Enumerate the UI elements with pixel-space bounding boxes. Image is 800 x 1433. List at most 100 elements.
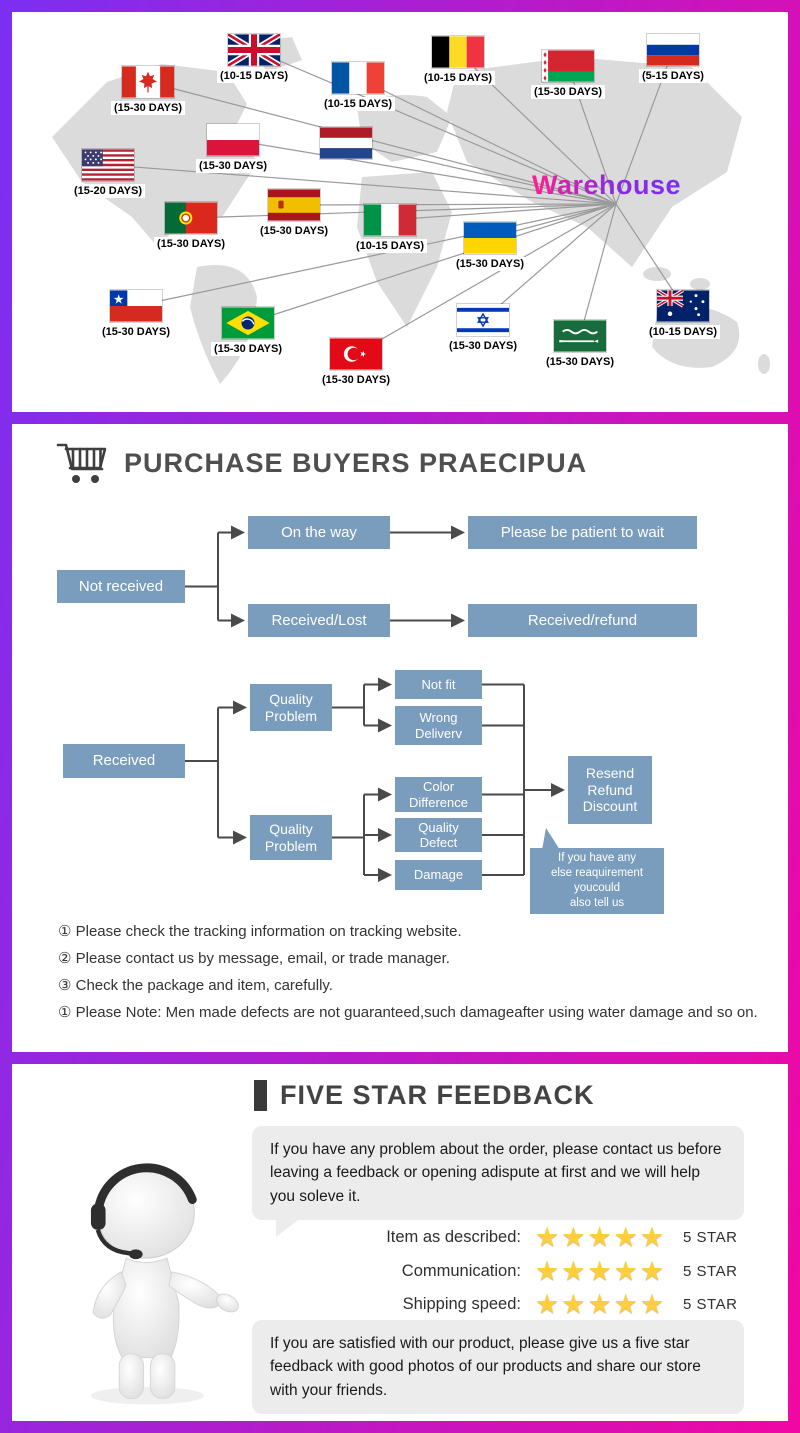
france-flag-icon — [332, 62, 384, 94]
shipping-route-lines — [107, 49, 684, 355]
flag-france: (10-15 DAYS) — [308, 62, 408, 112]
shipping-days-label: (15-30 DAYS) — [110, 101, 186, 116]
flag-usa: (15-20 DAYS) — [58, 149, 158, 199]
russia-flag-icon — [647, 34, 699, 66]
netherlands-flag-icon — [320, 127, 372, 159]
poland-flag-icon — [207, 124, 259, 156]
flow-node-quality-problem-bottom: Quality Problem — [250, 815, 332, 860]
uk-flag-icon — [228, 34, 280, 66]
warehouse-label: Warehouse — [532, 170, 682, 200]
flow-title: PURCHASE BUYERS PRAECIPUA — [124, 447, 588, 478]
flag-ukraine: (15-30 DAYS) — [440, 222, 540, 272]
rating-row-shipping-speed: Shipping speed: ★★★★★ 5 STAR — [262, 1287, 768, 1321]
star-icon: ★ — [639, 1288, 665, 1319]
flag-canada: (15-30 DAYS) — [98, 66, 198, 116]
flow-node-not-fit: Not fit — [395, 670, 482, 699]
israel-flag-icon — [457, 304, 509, 336]
star-icon: ★ — [639, 1255, 665, 1286]
shipping-days-label: (15-30 DAYS) — [542, 355, 618, 370]
flow-node-received-refund: Received/refund — [468, 604, 697, 637]
star-icon: ★ — [535, 1221, 560, 1252]
flow-node-damage: Damage — [395, 860, 482, 890]
flag-turkey: (15-30 DAYS) — [306, 338, 406, 388]
heading-bar-icon — [254, 1080, 267, 1111]
flow-node-on-the-way: On the way — [248, 516, 390, 549]
flag-belarus: (15-30 DAYS) — [518, 50, 618, 100]
star-icon: ★ — [613, 1255, 638, 1286]
shipping-map-section: (10-15 DAYS) (15-30 DAYS) (10-15 DAYS) (10-… — [12, 12, 788, 412]
headset-band-icon — [94, 1163, 197, 1212]
rating-row-communication: Communication: ★★★★★ 5 STAR — [262, 1254, 768, 1288]
shipping-days-label: (15-30 DAYS) — [318, 373, 394, 388]
shipping-days-label: (15-20 DAYS) — [70, 184, 146, 199]
shipping-days-label: (15-30 DAYS) — [445, 339, 521, 354]
feedback-title: FIVE STAR FEEDBACK — [280, 1080, 595, 1110]
flow-node-quality-problem-top: Quality Problem — [250, 684, 332, 731]
star-icon: ★ — [535, 1288, 560, 1319]
star-icon: ★ — [587, 1255, 612, 1286]
star-icon: ★ — [587, 1221, 612, 1252]
rating-label: Shipping speed: — [402, 1294, 521, 1313]
headset-mic-icon — [128, 1249, 143, 1260]
shipping-days-label: (10-15 DAYS) — [645, 325, 721, 340]
intro-speech-bubble: If you have any problem about the order,… — [252, 1126, 744, 1237]
note-4: ① Please Note: Men made defects are not … — [58, 1004, 758, 1021]
flag-netherlands — [296, 127, 396, 159]
rating-label: Item as described: — [386, 1227, 521, 1246]
shipping-days-label: (15-30 DAYS) — [530, 85, 606, 100]
flow-node-be-patient: Please be patient to wait — [468, 516, 697, 549]
flow-node-quality-defect: Quality Defect — [395, 818, 482, 852]
star-icon: ★ — [639, 1221, 665, 1252]
rating-value: 5 STAR — [683, 1262, 738, 1280]
star-rating: ★★★★★ — [535, 1288, 683, 1319]
flag-chile: (15-30 DAYS) — [86, 290, 186, 340]
shipping-days-label: (5-15 DAYS) — [639, 69, 707, 84]
note-1: ① Please check the tracking information … — [58, 923, 462, 940]
star-icon: ★ — [613, 1288, 638, 1319]
flag-spain: (15-30 DAYS) — [244, 189, 344, 239]
brazil-flag-icon — [222, 307, 274, 339]
flag-belgium: (10-15 DAYS) — [408, 36, 508, 86]
shipping-days-label: (10-15 DAYS) — [320, 97, 396, 112]
flag-brazil: (15-30 DAYS) — [198, 307, 298, 357]
star-icon: ★ — [535, 1255, 560, 1286]
rating-value: 5 STAR — [683, 1295, 738, 1313]
belgium-flag-icon — [432, 36, 484, 68]
note-3: ③ Check the package and item, carefully. — [58, 977, 333, 994]
canada-flag-icon — [122, 66, 174, 98]
customer-service-figure — [90, 1163, 239, 1405]
star-icon: ★ — [561, 1288, 586, 1319]
shipping-days-label: (10-15 DAYS) — [216, 69, 292, 84]
flow-connectors — [185, 525, 565, 882]
flow-header: PURCHASE BUYERS PRAECIPUA — [56, 440, 587, 486]
flag-poland: (15-30 DAYS) — [183, 124, 283, 174]
ukraine-flag-icon — [464, 222, 516, 254]
shipping-days-label: (15-30 DAYS) — [210, 342, 286, 357]
flow-node-tip: If you have any else reaquirement youcou… — [530, 848, 664, 914]
flow-node-received-lost: Received/Lost — [248, 604, 390, 637]
saudi_arabia-flag-icon — [554, 320, 606, 352]
flow-node-resend: Resend Refund Discount — [568, 756, 652, 824]
flow-node-received: Received — [63, 744, 185, 778]
flow-node-not-received: Not received — [57, 570, 185, 603]
belarus-flag-icon — [542, 50, 594, 82]
shipping-days-label: (15-30 DAYS) — [195, 159, 271, 174]
tip-bubble-tail — [542, 828, 560, 850]
shipping-days-label: (15-30 DAYS) — [452, 257, 528, 272]
feedback-section: FIVE STAR FEEDBACK If you have any probl… — [12, 1064, 788, 1421]
outro-speech-bubble: If you are satisfied with our product, p… — [252, 1320, 744, 1414]
australia-flag-icon — [657, 290, 709, 322]
shipping-days-label: (15-30 DAYS) — [153, 237, 229, 252]
rating-value: 5 STAR — [683, 1228, 738, 1246]
rating-label: Communication: — [401, 1261, 521, 1280]
shipping-days-label: (10-15 DAYS) — [420, 71, 496, 86]
star-rating: ★★★★★ — [535, 1255, 683, 1286]
shipping-days-label: (15-30 DAYS) — [98, 325, 174, 340]
flag-saudi_arabia: (15-30 DAYS) — [530, 320, 630, 370]
flow-node-wrong-delivery: Wrong Deliverv — [395, 706, 482, 745]
italy-flag-icon — [364, 204, 416, 236]
star-icon: ★ — [561, 1221, 586, 1252]
flag-portugal: (15-30 DAYS) — [141, 202, 241, 252]
shipping-days-label: (15-30 DAYS) — [256, 224, 332, 239]
